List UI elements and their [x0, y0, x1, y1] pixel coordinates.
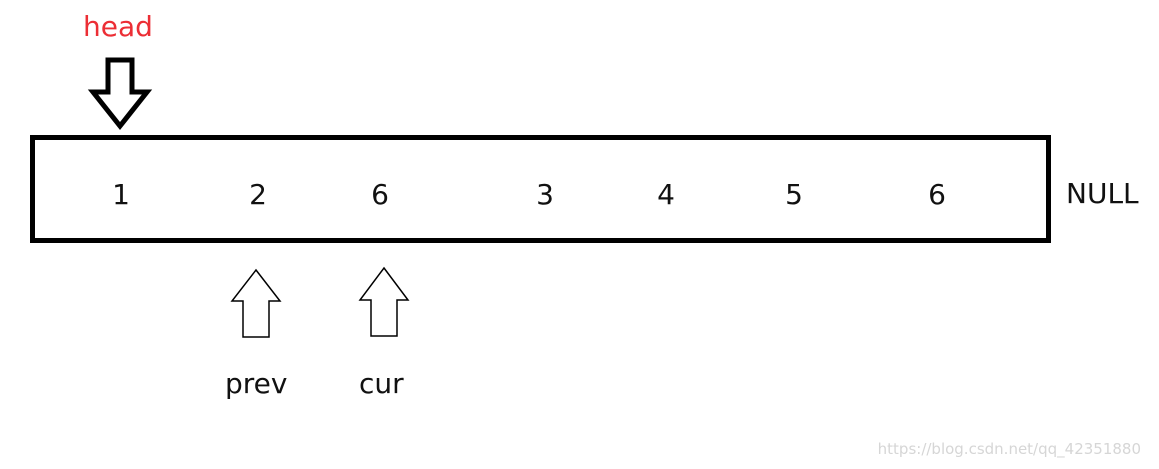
cur-up-arrow-icon: [358, 266, 410, 337]
node-value: 5: [785, 178, 803, 211]
prev-up-arrow-icon: [230, 268, 282, 338]
node-value: 4: [657, 178, 675, 211]
node-value: 1: [112, 178, 130, 211]
node-value: 6: [371, 178, 389, 211]
cur-label: cur: [359, 367, 404, 400]
linked-list-box: [30, 135, 1051, 243]
node-value: 3: [536, 178, 554, 211]
node-value: 6: [928, 178, 946, 211]
head-label: head: [83, 10, 153, 43]
null-label: NULL: [1066, 177, 1139, 210]
prev-label: prev: [225, 367, 288, 400]
node-value: 2: [249, 178, 267, 211]
head-down-arrow-icon: [87, 57, 153, 131]
watermark: https://blog.csdn.net/qq_42351880: [877, 440, 1141, 458]
